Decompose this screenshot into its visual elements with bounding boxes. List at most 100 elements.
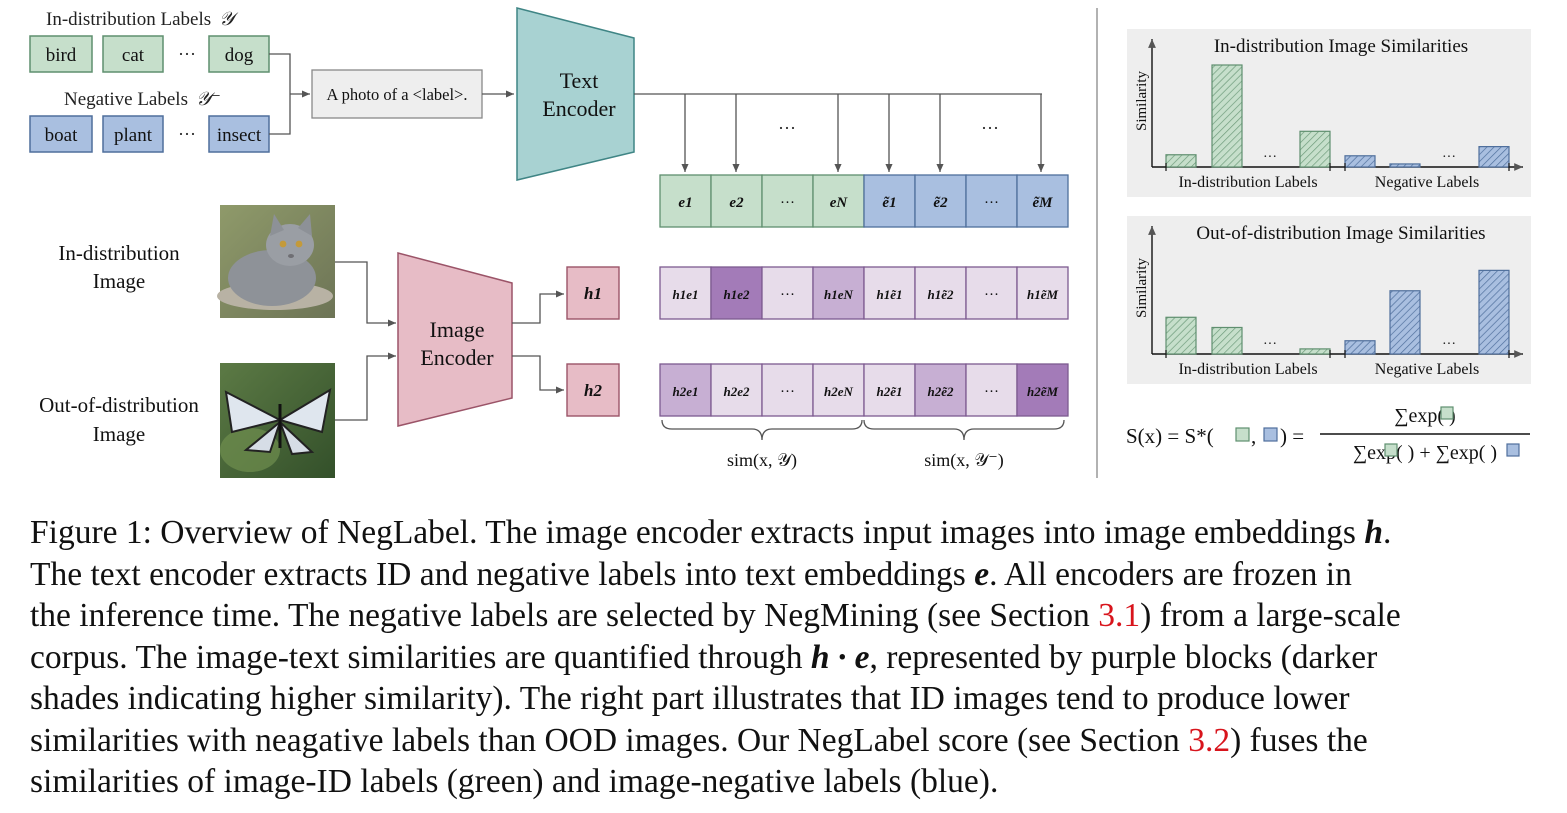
bar-neg-3: [1478, 269, 1510, 355]
caption-line-1: Figure 1: Overview of NegLabel. The imag…: [30, 514, 1392, 551]
sim2-cell-6: h2ẽ2: [914, 363, 967, 417]
group-label: Negative Labels: [1375, 174, 1479, 191]
sim2-cell-label: h2ẽ1: [877, 384, 903, 399]
sim1-cell-5: h1ẽ1: [863, 266, 916, 320]
text-emb-cell-5: ẽ1: [863, 174, 916, 228]
svg-text:insect: insect: [217, 125, 262, 146]
text-emb-cell-8: ẽM: [1016, 174, 1069, 228]
image-encoder: Image Encoder: [397, 252, 513, 427]
neg-label-box-boat: boat: [29, 115, 93, 153]
formula-blue-square: [1263, 427, 1278, 442]
bar-id-3: [1299, 348, 1331, 355]
text-encoder: Text Encoder: [516, 7, 635, 181]
formula-num-green-square: [1440, 406, 1454, 420]
arrow-ellipsis-neg: ···: [981, 118, 999, 138]
caption-line-7: similarities of image-ID labels (green) …: [30, 763, 999, 800]
sim2-cell-5: h2ẽ1: [863, 363, 916, 417]
bar-id-2: [1211, 326, 1243, 355]
bar-ellipsis: ···: [1263, 150, 1277, 165]
svg-text:h2: h2: [584, 381, 602, 400]
bar-id-2: [1211, 64, 1243, 168]
svg-text:bird: bird: [46, 45, 77, 66]
figure-caption: Figure 1: Overview of NegLabel. The imag…: [30, 512, 1540, 803]
id-label-box-bird: bird: [29, 35, 93, 73]
sim1-cell-label: h1e2: [724, 287, 751, 302]
formula-den-green-square: [1384, 443, 1398, 457]
id-label-box-dog: dog: [208, 35, 270, 73]
sim1-cell-2: h1e2: [710, 266, 763, 320]
svg-text:cat: cat: [122, 45, 145, 66]
bar-neg-1: [1344, 155, 1376, 168]
caption-line-4: corpus. The image-text similarities are …: [30, 638, 1378, 676]
sim2-cell-4: h2eN: [812, 363, 865, 417]
sim2-cell-label: ···: [984, 384, 999, 400]
bar-neg-3: [1478, 146, 1510, 168]
svg-text:dog: dog: [225, 45, 254, 66]
svg-text:Encoder: Encoder: [420, 345, 494, 370]
chart-title: Out-of-distribution Image Similarities: [1196, 223, 1485, 244]
id-label-ellipsis: ···: [178, 44, 196, 64]
chart-panel: [1127, 29, 1531, 197]
sim1-cell-7: ···: [965, 266, 1018, 320]
text-emb-cell-label: e2: [729, 195, 744, 211]
sim1-cell-label: h1e1: [673, 287, 699, 302]
sim1-cell-3: ···: [761, 266, 814, 320]
sim1-cell-label: ···: [984, 287, 999, 303]
chart-ood-similarities: Out-of-distribution Image SimilaritiesSi…: [1127, 216, 1531, 384]
text-emb-cell-label: ẽM: [1033, 195, 1054, 211]
svg-text:sim(x, 𝒴⁻): sim(x, 𝒴⁻): [924, 450, 1004, 471]
sim1-cell-6: h1ẽ2: [914, 266, 967, 320]
label-connectors: [269, 53, 310, 135]
butterfly-image: [220, 363, 335, 478]
caption-line-6: similarities with neagative labels than …: [30, 721, 1368, 759]
neg-label-ellipsis: ···: [178, 124, 196, 144]
text-emb-cell-label: e1: [678, 195, 692, 211]
group-label: Negative Labels: [1375, 361, 1479, 378]
formula-den-blue-square: [1506, 443, 1520, 457]
svg-text:A photo of a <label>.: A photo of a <label>.: [327, 85, 468, 104]
chart-id-similarities: In-distribution Image SimilaritiesSimila…: [1127, 29, 1531, 197]
text-emb-cell-4: eN: [812, 174, 865, 228]
ood-image-label-line1: Out-of-distribution: [39, 393, 199, 417]
caption-line-2: The text encoder extracts ID and negativ…: [30, 555, 1352, 593]
caption-line-5: shades indicating higher similarity). Th…: [30, 680, 1350, 717]
svg-text:sim(x, 𝒴): sim(x, 𝒴): [727, 450, 797, 471]
neg-label-box-plant: plant: [102, 115, 164, 153]
group-label: In-distribution Labels: [1178, 174, 1317, 191]
svg-text:Text: Text: [560, 68, 599, 93]
group-label: In-distribution Labels: [1178, 361, 1317, 378]
sim2-cell-label: h2ẽ2: [928, 384, 955, 399]
bar-ellipsis: ···: [1263, 337, 1277, 352]
encoder-to-h-arrows: [512, 290, 564, 394]
text-emb-cell-7: ···: [965, 174, 1018, 228]
sim1-cell-label: h1ẽ2: [928, 287, 955, 302]
text-emb-cell-label: eN: [830, 195, 849, 211]
ood-image-label-line2: Image: [93, 422, 145, 446]
sim1-cell-1: h1e1: [659, 266, 712, 320]
image-connectors: [335, 261, 396, 421]
bar-neg-2: [1389, 290, 1421, 355]
bar-ellipsis: ···: [1442, 150, 1456, 165]
neg-label-box-insect: insect: [208, 115, 270, 153]
text-emb-cell-3: ···: [761, 174, 814, 228]
bar-neg-2: [1389, 163, 1421, 168]
sim2-cell-label: h2e1: [673, 384, 699, 399]
bar-ellipsis: ···: [1442, 337, 1456, 352]
sim2-cell-label: h2eN: [824, 384, 854, 399]
brace-neg: sim(x, 𝒴⁻): [863, 419, 1065, 471]
sim2-cell-label: h2e2: [724, 384, 751, 399]
sim2-cell-label: h2ẽM: [1027, 384, 1059, 399]
chart-title: In-distribution Image Similarities: [1214, 36, 1468, 57]
svg-text:,: ,: [1251, 424, 1256, 448]
text-embedding-arrows: [634, 93, 1045, 172]
sim1-cell-8: h1ẽM: [1016, 266, 1069, 320]
formula-green-square: [1235, 427, 1250, 442]
bar-neg-1: [1344, 340, 1376, 355]
sim2-cell-8: h2ẽM: [1016, 363, 1069, 417]
